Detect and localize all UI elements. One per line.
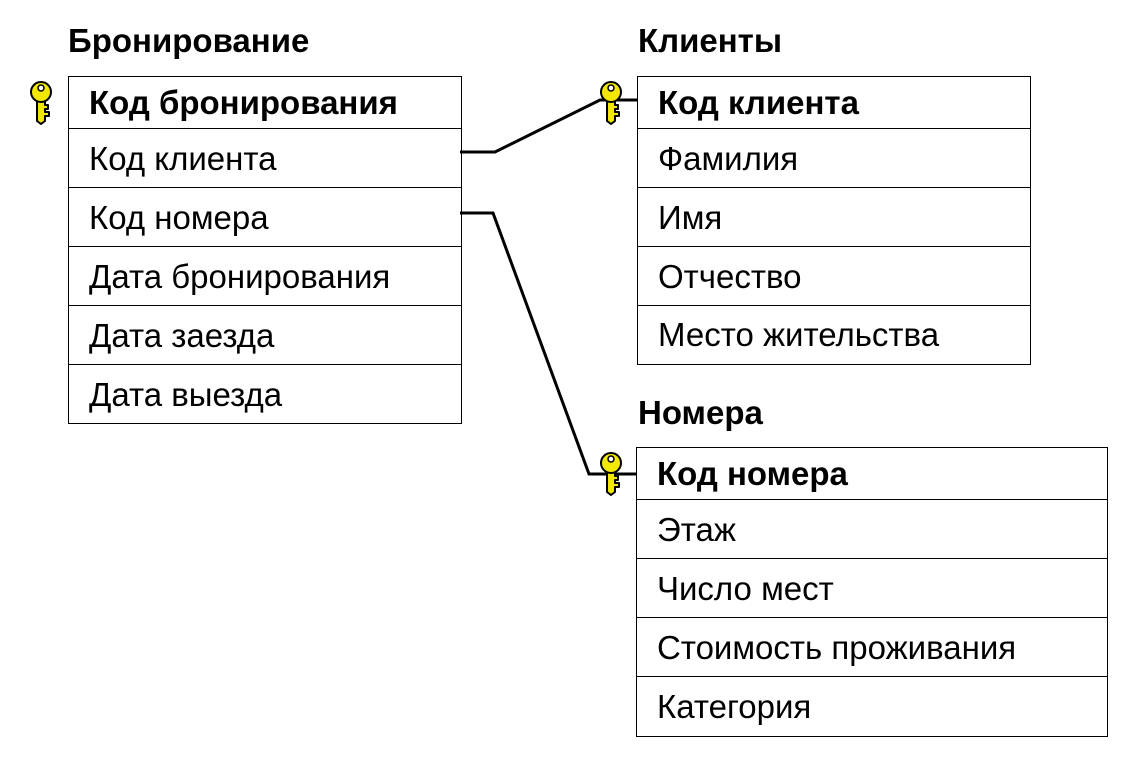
key-icon <box>600 452 622 496</box>
rooms-title: Номера <box>638 394 763 431</box>
bookings-pk-field: Код бронирования <box>69 77 461 129</box>
bookings-field: Дата выезда <box>89 375 283 413</box>
clients-field: Место жительства <box>658 316 940 353</box>
bookings-field: Код клиента <box>69 129 461 188</box>
key-icon <box>30 81 52 125</box>
clients-title: Клиенты <box>638 22 783 59</box>
bookings-field: Дата заезда <box>69 306 461 365</box>
clients-field: Имя <box>638 188 1030 247</box>
rooms-pk-field: Код номера <box>637 448 1107 500</box>
rooms-field: Стоимость проживания <box>637 618 1107 677</box>
rooms-field: Число мест <box>637 559 1107 618</box>
relation-line-room <box>460 211 636 476</box>
key-icon <box>600 81 622 125</box>
bookings-field: Дата бронирования <box>69 247 461 306</box>
rooms-field: Категория <box>657 687 812 725</box>
clients-field: Фамилия <box>638 129 1030 188</box>
clients-field: Отчество <box>638 247 1030 306</box>
bookings-table: Код бронирования Код клиента Код номера … <box>68 76 462 424</box>
bookings-title: Бронирование <box>68 22 310 59</box>
clients-pk-field: Код клиента <box>638 77 1030 129</box>
clients-table: Код клиента Фамилия Имя Отчество Место ж… <box>637 76 1031 365</box>
rooms-table: Код номера Этаж Число мест Стоимость про… <box>636 447 1108 737</box>
rooms-field: Этаж <box>637 500 1107 559</box>
bookings-field: Код номера <box>69 188 461 247</box>
